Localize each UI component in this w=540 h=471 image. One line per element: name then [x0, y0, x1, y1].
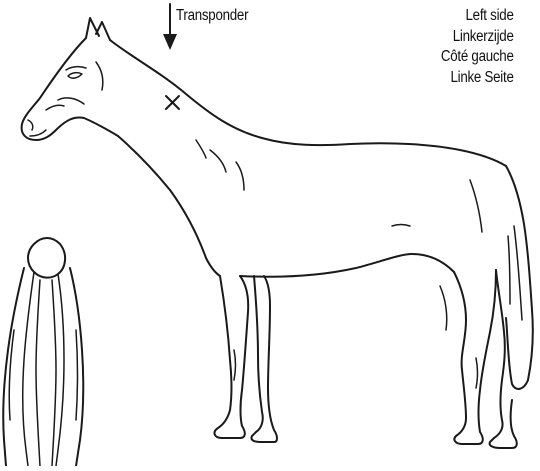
arrow-head [163, 34, 177, 50]
horse-front-leg-far [251, 276, 277, 442]
horse-head [22, 38, 118, 140]
horse-front-view [3, 238, 83, 466]
horse-eye [68, 73, 82, 78]
side-label-french: Côté gauche [441, 47, 514, 68]
horse-throat [118, 136, 220, 276]
transponder-marker [166, 96, 179, 109]
side-label-english: Left side [441, 6, 514, 27]
side-label-dutch: Linkerzijde [441, 27, 514, 48]
side-label-german: Linke Seite [441, 68, 514, 89]
horse-ear [96, 22, 110, 40]
horse-belly [240, 254, 454, 277]
side-label-group: Left side Linkerzijde Côté gauche Linke … [441, 6, 514, 88]
horse-ear [86, 18, 99, 38]
horse-hind-leg-far [490, 270, 517, 448]
transponder-arrow [163, 4, 177, 50]
transponder-label: Transponder [176, 6, 248, 27]
horse-front-leg [215, 276, 249, 438]
horse-hind-leg [454, 270, 496, 444]
